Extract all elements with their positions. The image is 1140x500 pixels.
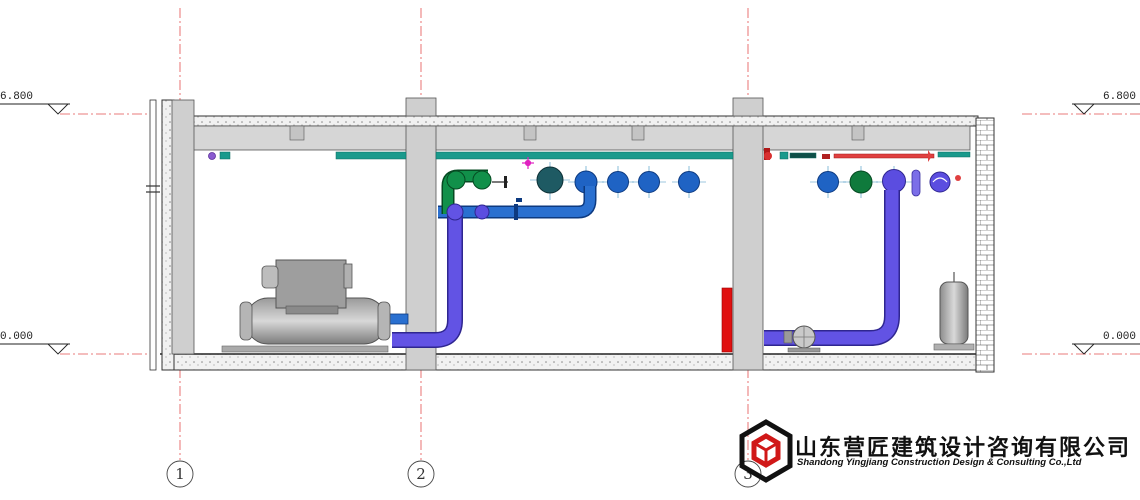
blue-main-pipe (438, 186, 597, 220)
column-1 (171, 99, 195, 355)
axis-label-2: 2 (416, 465, 426, 483)
sprinkler-pipe (822, 150, 935, 162)
axis-label-1: 1 (175, 465, 185, 483)
column-3 (732, 97, 764, 371)
elevation-marker-top-right (1072, 103, 1140, 115)
axis-bubble-2: 2 (407, 460, 435, 488)
elevation-top-right: 6.800 (1103, 91, 1137, 103)
beam-drops (289, 125, 865, 141)
elevation-marker-bottom-right (1072, 343, 1140, 355)
magenta-sensor-icon (522, 157, 534, 169)
green-pipe-assembly (441, 169, 508, 214)
elevation-bottom-left: 0.000 (0, 331, 34, 343)
pipe-sections (530, 162, 961, 200)
violet-riser-right (764, 190, 900, 346)
company-logo (739, 419, 793, 483)
company-name-cn: 山东营匠建筑设计咨询有限公司 (795, 436, 1132, 461)
small-device-icon (208, 152, 216, 160)
elevation-marker-bottom-left (0, 343, 70, 355)
column-2 (405, 97, 437, 371)
roof-slab (163, 115, 979, 127)
elevation-bottom-right: 0.000 (1103, 331, 1137, 343)
right-brick-wall (975, 117, 995, 373)
elevation-top-left: 6.800 (0, 91, 34, 103)
vertical-tank (933, 272, 975, 351)
elevation-marker-top-left (0, 103, 70, 115)
axis-bubble-1: 1 (166, 460, 194, 488)
axis-label-3: 3 (743, 465, 753, 483)
cable-trays (219, 151, 971, 160)
red-control-panel (721, 287, 733, 353)
violet-riser-left (392, 203, 490, 348)
pump-unit (783, 325, 821, 353)
chiller-unit (221, 259, 391, 353)
floor-slab (167, 353, 979, 371)
company-name-en: Shandong Yingjiang Construction Design &… (797, 457, 1082, 468)
red-valve-icon (764, 148, 772, 160)
roof-beam-band (175, 125, 971, 151)
